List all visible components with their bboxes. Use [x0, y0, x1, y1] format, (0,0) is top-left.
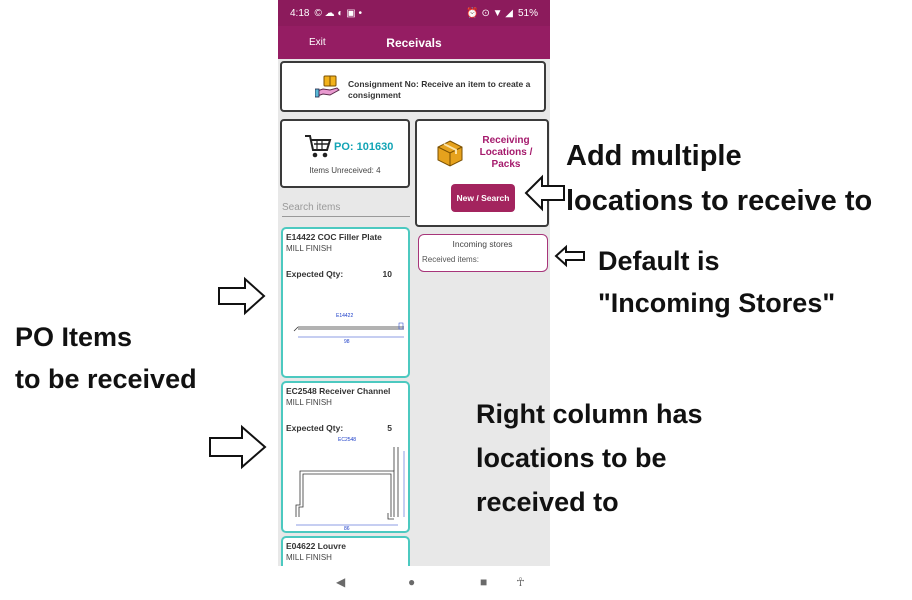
expected-qty-value: 10: [382, 269, 392, 279]
left-arrow-icon: [554, 244, 585, 268]
consignment-text: Consignment No: Receive an item to creat…: [348, 79, 531, 100]
shopping-cart-icon: [305, 135, 332, 158]
right-arrow-icon: [209, 424, 267, 470]
system-icons: ⏰ ⊙ ▼ ◢: [466, 7, 513, 19]
new-search-button[interactable]: New / Search: [451, 184, 515, 212]
drawing-code: EC2548: [338, 437, 356, 443]
package-box-icon: [437, 140, 463, 167]
left-arrow-icon: [524, 174, 565, 212]
back-icon[interactable]: ◀: [336, 575, 346, 589]
consignment-banner: Consignment No: Receive an item to creat…: [280, 61, 546, 112]
item-name: E04622 Louvre: [286, 541, 347, 551]
drawing-dimension: 86: [344, 526, 350, 531]
drawing-code: E14422: [336, 313, 353, 319]
item-finish: MILL FINISH: [286, 553, 332, 562]
annotation-default-location: Default is "Incoming Stores": [598, 246, 836, 318]
notification-icons: © ☁ ◐ ▣ •: [314, 7, 362, 19]
expected-qty-value: 5: [387, 423, 392, 433]
po-number: PO: 101630: [334, 141, 394, 153]
item-name: EC2548 Receiver Channel: [286, 386, 391, 396]
items-unreceived: Items Unreceived: 4: [309, 166, 381, 175]
location-title: Incoming stores: [452, 239, 513, 249]
page-title: Receivals: [386, 36, 442, 50]
expected-qty-label: Expected Qty:: [286, 423, 344, 433]
app-bar: Exit Receivals: [278, 26, 550, 59]
exit-button[interactable]: Exit: [309, 37, 326, 48]
incoming-stores-location[interactable]: Incoming stores Received items:: [418, 234, 548, 272]
drawing-dimension: 98: [344, 339, 350, 345]
receiving-locations-card: Receiving Locations / Packs New / Search: [415, 119, 549, 227]
hand-package-icon: [315, 75, 340, 98]
item-finish: MILL FINISH: [286, 244, 332, 253]
accessibility-icon[interactable]: ☥: [516, 575, 525, 589]
recent-apps-icon[interactable]: ■: [480, 575, 488, 589]
annotation-multiple-locations: Add multiple locations to receive to: [566, 140, 873, 217]
item-name: E14422 COC Filler Plate: [286, 232, 382, 242]
item-drawing: E14422 98: [293, 313, 404, 345]
item-finish: MILL FINISH: [286, 398, 332, 407]
annotation-po-items: PO Items to be received: [15, 322, 197, 394]
po-card[interactable]: PO: 101630 Items Unreceived: 4: [280, 119, 410, 188]
search-items-input[interactable]: Search items: [282, 202, 410, 217]
status-time: 4:18: [290, 7, 310, 19]
right-arrow-icon: [218, 276, 266, 316]
received-items-label: Received items:: [422, 255, 479, 264]
item-drawing: EC2548 86: [295, 437, 405, 531]
phone-screen: 4:18 © ☁ ◐ ▣ • ⏰ ⊙ ▼ ◢ 51% Exit Receival…: [278, 0, 550, 600]
android-nav-bar: ◀ ● ■ ☥: [278, 566, 550, 600]
annotation-right-column: Right column has locations to be receive…: [476, 399, 703, 517]
expected-qty-label: Expected Qty:: [286, 269, 344, 279]
home-icon[interactable]: ●: [408, 575, 416, 589]
battery-level: 51%: [517, 7, 538, 19]
po-item-card[interactable]: EC2548 Receiver Channel MILL FINISH Expe…: [281, 381, 410, 533]
receiving-locations-title: Receiving Locations / Packs: [479, 135, 533, 170]
po-item-card[interactable]: E14422 COC Filler Plate MILL FINISH Expe…: [281, 227, 410, 378]
status-bar: 4:18 © ☁ ◐ ▣ • ⏰ ⊙ ▼ ◢ 51%: [278, 0, 550, 26]
